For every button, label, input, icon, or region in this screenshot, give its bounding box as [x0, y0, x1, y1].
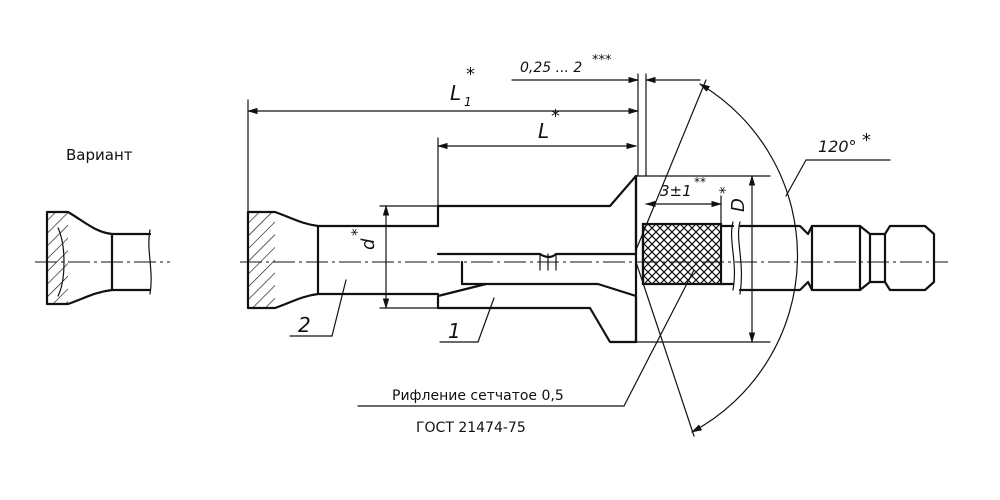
dim-l1-label: L — [450, 81, 461, 105]
dim-angle-mark: * — [862, 130, 871, 151]
dim-d-big-mark: * — [716, 186, 734, 194]
dim-d-small-label: d — [358, 238, 379, 250]
callout-part-2: 2 — [298, 313, 311, 337]
callout-part-1: 1 — [448, 319, 461, 343]
dim-d-big-label: D — [728, 198, 749, 212]
knurl-note: Рифление сетчатое 0,5 — [392, 388, 564, 404]
dim-knurl-length-mark: ** — [694, 175, 706, 189]
variant-view — [35, 210, 170, 306]
gost-note: ГОСТ 21474-75 — [416, 420, 526, 436]
dim-l1-subscript: 1 — [464, 95, 472, 109]
dim-l-mark: * — [551, 106, 560, 127]
dim-d-small-mark: * — [348, 228, 366, 236]
dim-angle-label: 120° — [818, 137, 857, 156]
dim-gap-label: 0,25 ... 2 — [520, 60, 582, 76]
dim-knurl-length-label: 3±1 — [660, 182, 692, 200]
dim-l1-mark: * — [466, 64, 475, 85]
variant-label: Вариант — [66, 146, 133, 164]
main-assembly — [240, 73, 948, 437]
dim-gap-mark: *** — [592, 53, 612, 68]
dim-l-label: L — [538, 119, 549, 143]
